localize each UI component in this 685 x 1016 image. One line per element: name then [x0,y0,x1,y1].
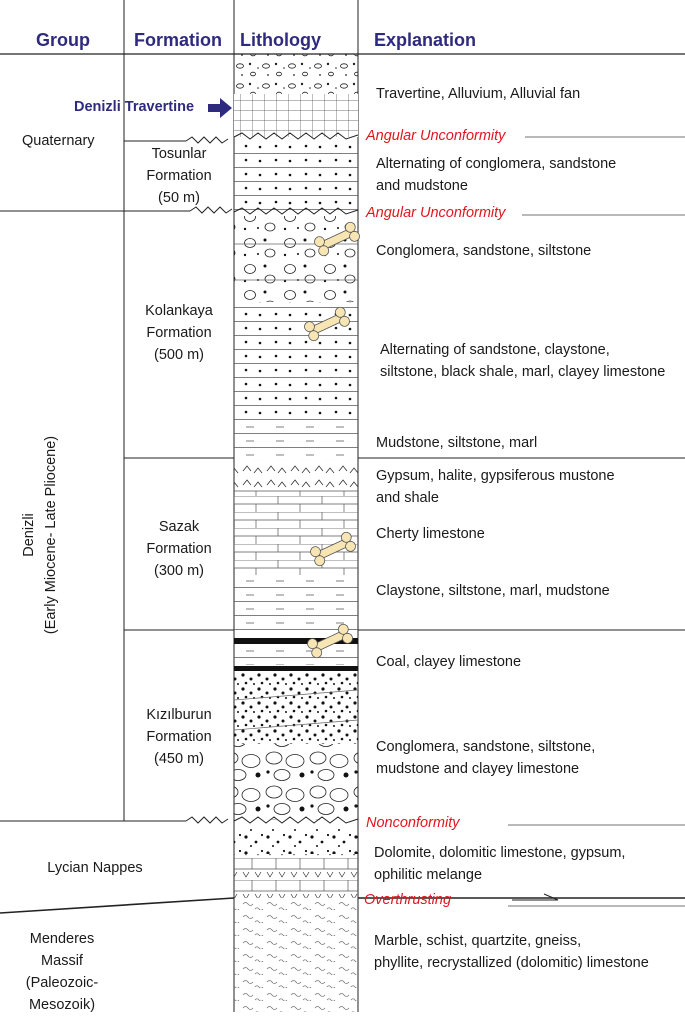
explanation-tosunlar: Alternating of conglomera, sandstone and… [376,153,616,197]
formation-sazak: Sazak Formation (300 m) [124,516,234,582]
explanation-kolankaya-mid: Alternating of sandstone, claystone, sil… [380,339,665,383]
explanation-tosunlar-line-2: and mudstone [376,178,468,194]
formation-kizilburun-line-2: Formation [146,729,212,745]
explanation-lycian: Dolomite, dolomitic limestone, gypsum, o… [374,842,625,886]
explanation-sazak-bottom: Claystone, siltstone, marl, mudstone [376,583,610,599]
explanation-kolankaya-top: Conglomera, sandstone, siltstone [376,243,592,259]
group-menderes-massif: Menderes Massif (Paleozoic-Mesozoik) [0,928,124,1016]
header-explanation: Explanation [374,30,477,50]
group-menderes-line-1: Menderes [29,931,95,947]
contact-angular-unconformity-1: Angular Unconformity [366,128,506,144]
contact-overthrusting: Overthrusting [364,892,452,908]
explanation-kizilburun-bottom-line-2: mudstone and clayey limestone [376,761,580,777]
explanation-menderes: Marble, schist, quartzite, gneiss, phyll… [374,930,649,974]
formation-tosunlar: Tosunlar Formation (50 m) [124,143,234,209]
fossil-bone-icon [307,623,353,659]
explanation-kizilburun-bottom-line-1: Conglomera, sandstone, siltstone, [376,739,596,755]
formation-sazak-line-2: Formation [146,541,212,557]
formation-kizilburun: Kızılburun Formation (450 m) [124,704,234,770]
formation-tosunlar-line-1: Tosunlar [151,146,207,162]
explanation-tosunlar-line-1: Alternating of conglomera, sandstone [376,156,617,172]
header-group: Group [36,30,90,50]
formation-kolankaya: Kolankaya Formation (500 m) [124,300,234,366]
thrust-arrow-icon [512,893,559,901]
explanation-sazak-mid: Cherty limestone [376,526,485,542]
explanation-kizilburun-bottom: Conglomera, sandstone, siltstone, mudsto… [376,736,595,780]
header-lithology: Lithology [240,30,321,50]
explanation-kolankaya-mid-line-2: siltstone, black shale, marl, clayey lim… [380,364,666,380]
group-denizli-age: (Early Miocene- Late Pliocene) [43,435,59,635]
explanation-kolankaya-mid-line-1: Alternating of sandstone, claystone, [380,342,610,358]
formation-tosunlar-line-2: Formation [146,168,212,184]
denizli-travertine-label: Denizli Travertine [74,99,195,115]
formation-tosunlar-line-3: (50 m) [158,190,200,206]
formation-kolankaya-line-1: Kolankaya [145,303,213,319]
contact-angular-unconformity-2: Angular Unconformity [366,205,506,221]
contact-nonconformity: Nonconformity [366,815,460,831]
fossil-bone-icon [310,531,356,567]
explanation-sazak-top-line-1: Gypsum, halite, gypsiferous mustone [376,468,615,484]
explanation-lycian-line-2: ophilitic melange [374,867,483,883]
group-denizli-name: Denizli [21,513,37,557]
explanation-travertine: Travertine, Alluvium, Alluvial fan [376,86,581,102]
group-menderes-line-2: Massif [41,953,83,969]
explanation-menderes-line-2: phyllite, recrystallized (dolomitic) lim… [374,955,649,971]
lithology-column [233,54,359,1012]
group-lycian-nappes: Lycian Nappes [47,860,143,876]
formation-sazak-line-3: (300 m) [154,563,204,579]
group-quaternary: Quaternary [22,133,95,149]
fossil-bone-icon [314,221,360,257]
formation-kizilburun-line-1: Kızılburun [146,707,212,723]
explanation-kolankaya-bottom: Mudstone, siltstone, marl [376,435,538,451]
group-menderes-line-3: (Paleozoic-Mesozoik) [25,975,99,1013]
formation-sazak-line-1: Sazak [158,519,200,535]
explanation-menderes-line-1: Marble, schist, quartzite, gneiss, [374,933,582,949]
explanation-sazak-top: Gypsum, halite, gypsiferous mustone and … [376,465,615,509]
explanation-kizilburun-top: Coal, clayey limestone [376,654,522,670]
header-formation: Formation [134,30,222,50]
explanation-lycian-line-1: Dolomite, dolomitic limestone, gypsum, [374,845,626,861]
formation-kolankaya-line-2: Formation [146,325,212,341]
arrow-right-icon [208,98,232,118]
formation-kizilburun-line-3: (450 m) [154,751,204,767]
formation-kolankaya-line-3: (500 m) [154,347,204,363]
explanation-sazak-top-line-2: and shale [376,490,439,506]
fossil-bone-icon [304,306,350,342]
